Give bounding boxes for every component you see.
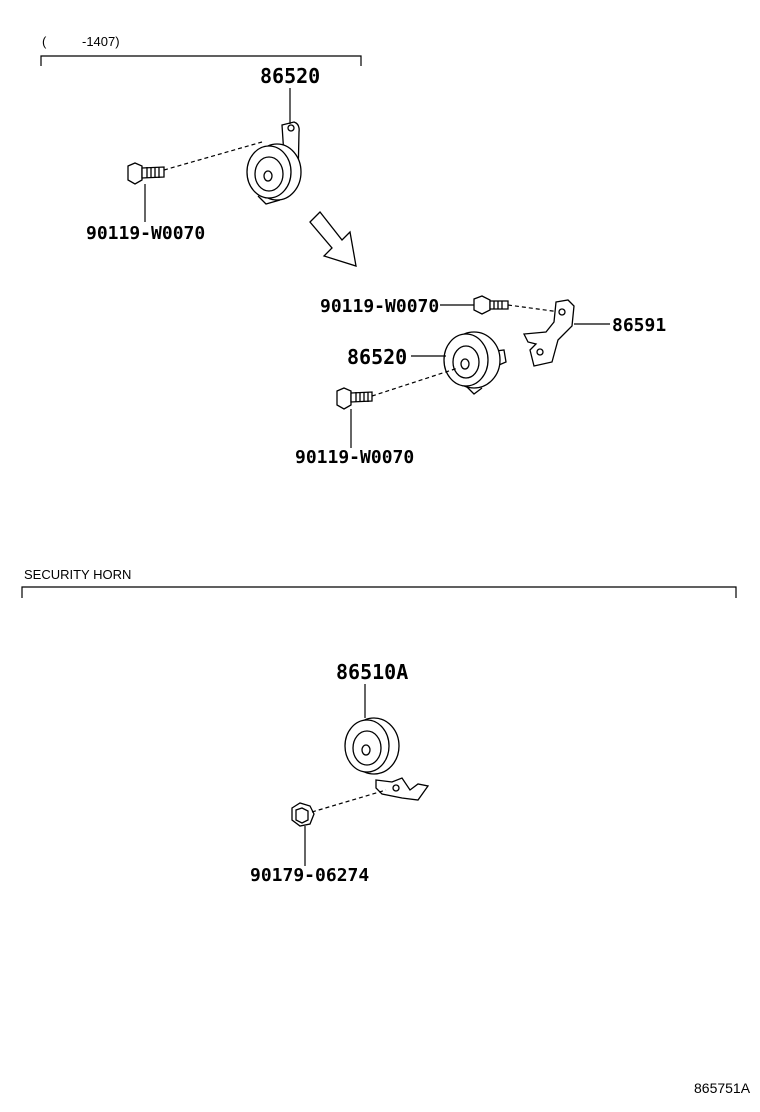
nut-head [295, 807, 309, 824]
figure-reference: 865751A [694, 1080, 751, 1096]
bolt-head [336, 387, 352, 410]
mount-hole [287, 124, 295, 132]
section1-bolt [127, 162, 165, 185]
section2-bracket [522, 299, 575, 367]
bolt-shank [489, 300, 509, 310]
bolt-shank [350, 391, 373, 403]
horn-center [361, 744, 371, 756]
bracket-body [522, 299, 575, 367]
label-bolt-mid-bottom: 90119-W0070 [295, 447, 414, 468]
bolt-thread [493, 301, 503, 309]
label-nut-90179: 90179-06274 [250, 865, 369, 886]
label-horn-86510A: 86510A [336, 660, 408, 684]
security-horn-title: SECURITY HORN [24, 567, 131, 582]
section3-nut [291, 802, 315, 827]
nut-assembly-line [311, 789, 387, 813]
bolt-thread [355, 392, 369, 402]
section2-bolt-top [473, 295, 509, 315]
horn-bracket-arm [375, 777, 430, 801]
horn-ring [452, 345, 480, 379]
range-bracket [40, 55, 362, 66]
bolt-head [127, 162, 143, 185]
bolt-horn-assembly-line [371, 367, 459, 397]
label-bolt-mid-top: 90119-W0070 [320, 296, 439, 317]
bracket-hole [558, 308, 566, 316]
horn-center [263, 170, 273, 182]
horn-center [460, 358, 470, 370]
label-horn-86520-mid: 86520 [347, 345, 407, 369]
section2-horn [443, 331, 507, 395]
label-horn-86520-top: 86520 [260, 64, 320, 88]
bolt-bracket-assembly-line [507, 304, 561, 313]
horn-foot [257, 195, 281, 205]
bolt-head [473, 295, 491, 315]
horn-foot [465, 385, 483, 395]
arm-hole [392, 784, 400, 792]
section3-horn [344, 717, 430, 801]
range-note-close: -1407) [82, 34, 120, 49]
horn-ring [254, 156, 284, 192]
range-note-open: ( [42, 34, 47, 49]
bracket-hole-lower [536, 348, 544, 356]
bolt-assembly-line [163, 141, 263, 171]
section2-bolt-bottom [336, 387, 373, 410]
label-bracket-86591: 86591 [612, 315, 666, 336]
horn-ring [352, 730, 382, 766]
section1-horn [246, 121, 302, 205]
bolt-shank [141, 166, 165, 179]
transition-arrow-icon [309, 211, 357, 267]
bolt-thread [146, 167, 160, 178]
label-bolt-top: 90119-W0070 [86, 223, 205, 244]
security-horn-bracket [21, 586, 737, 598]
section1-range-note: ( -1407) [40, 34, 362, 66]
